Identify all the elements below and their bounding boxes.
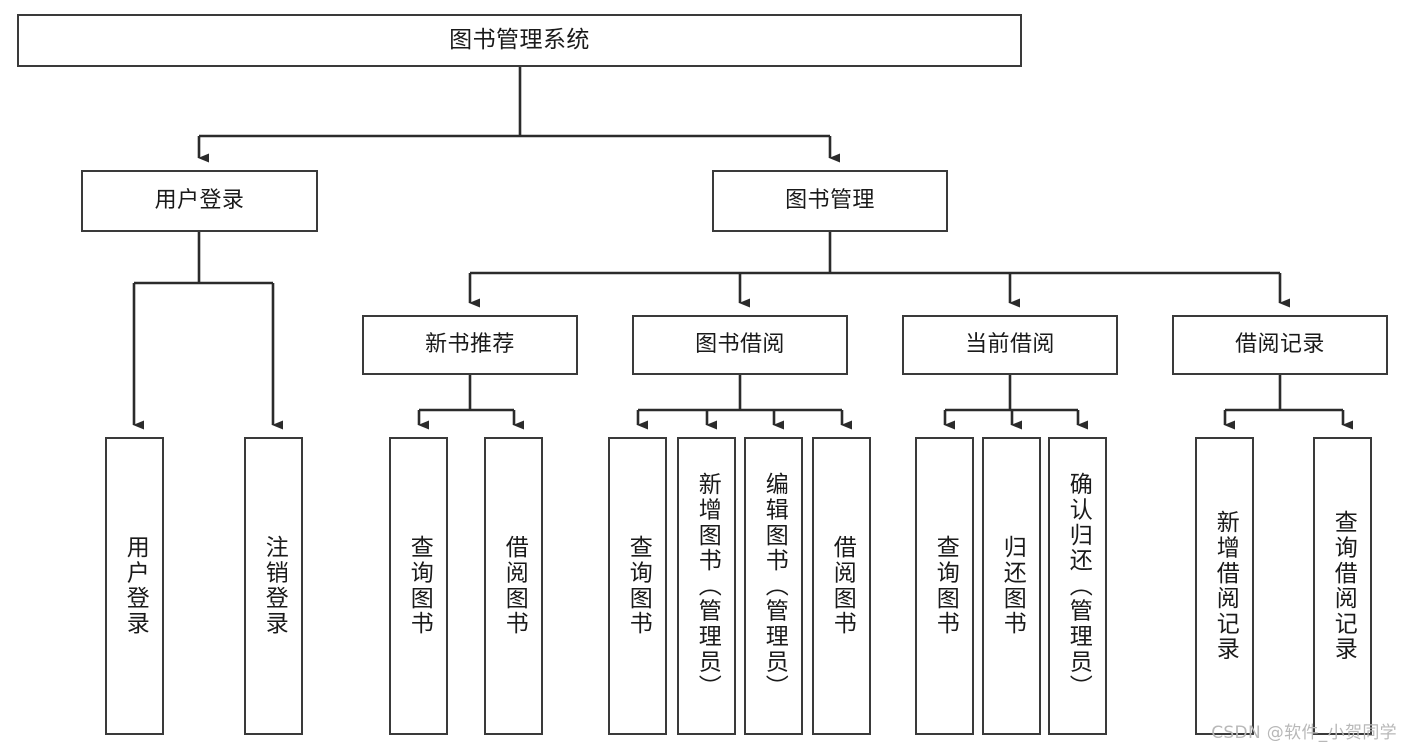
leaf-recommend-query-book[interactable]: 查询图书 [389,437,448,735]
leaf-current-confirm-return-admin[interactable]: 确认归还（管理员） [1048,437,1107,735]
leaf-borrow-borrow-book[interactable]: 借阅图书 [812,437,871,735]
node-label: 查询图书 [406,535,433,637]
node-label: 查询图书 [932,535,959,637]
node-label: 借阅图书 [501,535,528,637]
node-label: 新增借阅记录 [1212,510,1239,662]
node-root-system[interactable]: 图书管理系统 [17,14,1022,67]
node-label: 新增图书（管理员） [694,472,721,700]
node-label: 用户登录 [154,187,245,213]
node-label: 图书管理系统 [449,26,590,53]
node-user-login[interactable]: 用户登录 [81,170,318,232]
node-book-management[interactable]: 图书管理 [712,170,948,232]
leaf-user-login-logout[interactable]: 注销登录 [244,437,303,735]
node-new-book-recommend[interactable]: 新书推荐 [362,315,578,375]
leaf-recommend-borrow-book[interactable]: 借阅图书 [484,437,543,735]
node-label: 当前借阅 [965,331,1055,357]
node-label: 图书管理 [785,187,875,213]
node-label: 查询借阅记录 [1330,510,1357,662]
leaf-borrow-add-book-admin[interactable]: 新增图书（管理员） [677,437,736,735]
leaf-borrow-edit-book-admin[interactable]: 编辑图书（管理员） [744,437,803,735]
node-label: 查询图书 [625,535,652,637]
node-label: 用户登录 [122,535,149,637]
node-label: 借阅图书 [829,535,856,637]
node-borrow-records[interactable]: 借阅记录 [1172,315,1388,375]
node-label: 图书借阅 [695,331,785,357]
leaf-records-add-record[interactable]: 新增借阅记录 [1195,437,1254,735]
node-label: 新书推荐 [425,331,515,357]
leaf-current-return-book[interactable]: 归还图书 [982,437,1041,735]
node-label: 注销登录 [261,535,288,637]
leaf-user-login-login[interactable]: 用户登录 [105,437,164,735]
node-book-borrow[interactable]: 图书借阅 [632,315,848,375]
leaf-borrow-query-book[interactable]: 查询图书 [608,437,667,735]
leaf-records-query-record[interactable]: 查询借阅记录 [1313,437,1372,735]
leaf-current-query-book[interactable]: 查询图书 [915,437,974,735]
node-label: 编辑图书（管理员） [761,472,788,700]
node-label: 确认归还（管理员） [1065,472,1092,700]
node-current-borrow[interactable]: 当前借阅 [902,315,1118,375]
node-label: 归还图书 [999,535,1026,637]
watermark: CSDN @软件_小贺同学 [1211,723,1397,743]
node-label: 借阅记录 [1235,331,1325,357]
